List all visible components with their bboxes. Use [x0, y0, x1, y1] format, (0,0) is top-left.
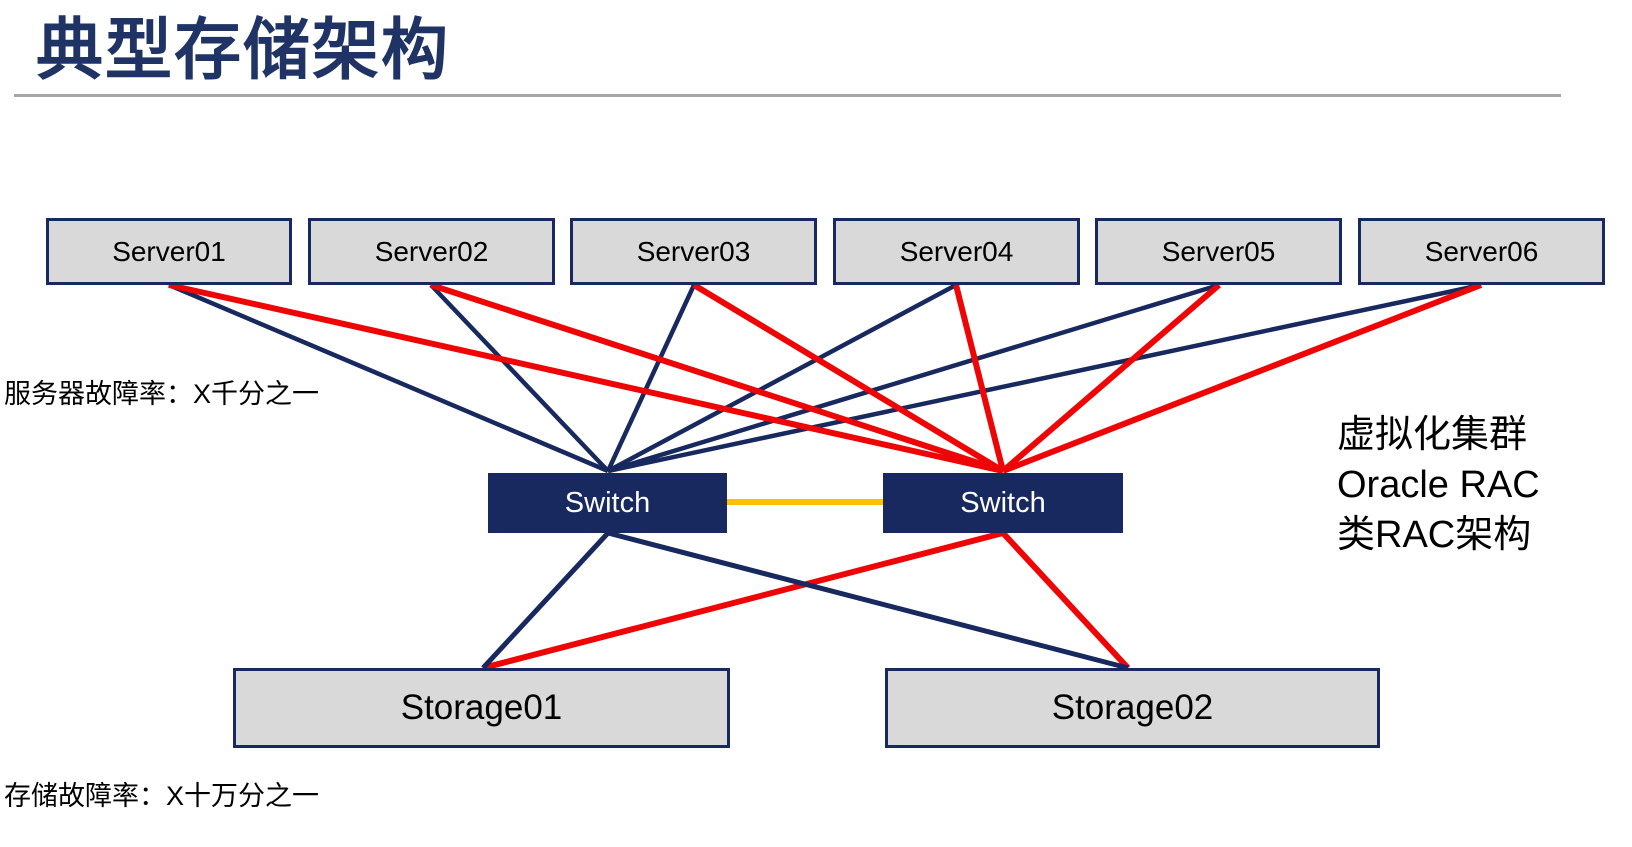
edge-switch02-to-storage01 [482, 530, 1004, 671]
server-label: Server01 [112, 235, 226, 267]
switch-box-switch02: Switch [883, 473, 1123, 533]
edge-server02-to-switch01 [429, 283, 610, 473]
edge-server05-to-switch01 [607, 282, 1220, 474]
server-failure-rate-label: 服务器故障率：X千分之一 [4, 379, 320, 409]
title-divider [14, 94, 1561, 97]
edge-server06-to-switch02 [1001, 282, 1483, 474]
switch-label: Switch [564, 486, 651, 519]
edge-server03-to-switch01 [605, 284, 697, 472]
storage-label: Storage02 [1051, 688, 1214, 727]
cluster-note-line2: Oracle RAC [1337, 464, 1540, 506]
storage-box-storage01: Storage01 [233, 668, 730, 748]
server-label: Server06 [1424, 235, 1539, 267]
server-box-server06: Server06 [1358, 218, 1605, 285]
page-title: 典型存储架构 [36, 13, 450, 88]
server-box-server02: Server02 [308, 218, 555, 285]
edge-switch02-to-storage02 [1000, 530, 1131, 671]
edge-server01-to-switch02 [168, 282, 1004, 474]
cluster-note-line1: 虚拟化集群 [1337, 414, 1528, 456]
server-box-server03: Server03 [570, 218, 817, 285]
storage-box-storage02: Storage02 [885, 668, 1380, 748]
edge-switch01-to-storage02 [607, 530, 1129, 671]
server-label: Server05 [1161, 235, 1276, 267]
server-label: Server04 [899, 235, 1014, 267]
server-box-server05: Server05 [1095, 218, 1342, 285]
switch-box-switch01: Switch [488, 473, 727, 533]
edge-server01-to-switch01 [168, 282, 609, 474]
server-label: Server03 [636, 235, 751, 267]
cluster-note: 虚拟化集群 Oracle RAC 类RAC架构 [1337, 410, 1540, 560]
edge-server05-to-switch02 [1001, 282, 1221, 474]
server-box-server01: Server01 [46, 218, 292, 285]
edge-server06-to-switch01 [607, 282, 1482, 474]
storage-failure-rate-label: 存储故障率：X十万分之一 [4, 781, 320, 811]
edge-server04-to-switch02 [953, 284, 1006, 472]
server-label: Server02 [374, 235, 489, 267]
edge-switch01-to-storage01 [481, 531, 610, 670]
edge-server04-to-switch01 [606, 283, 958, 473]
switch-label: Switch [960, 486, 1046, 519]
edge-server03-to-switch02 [692, 282, 1005, 474]
server-box-server04: Server04 [833, 218, 1080, 285]
edge-server02-to-switch02 [430, 282, 1004, 474]
cluster-note-line3: 类RAC架构 [1337, 514, 1532, 556]
storage-label: Storage01 [400, 688, 563, 727]
